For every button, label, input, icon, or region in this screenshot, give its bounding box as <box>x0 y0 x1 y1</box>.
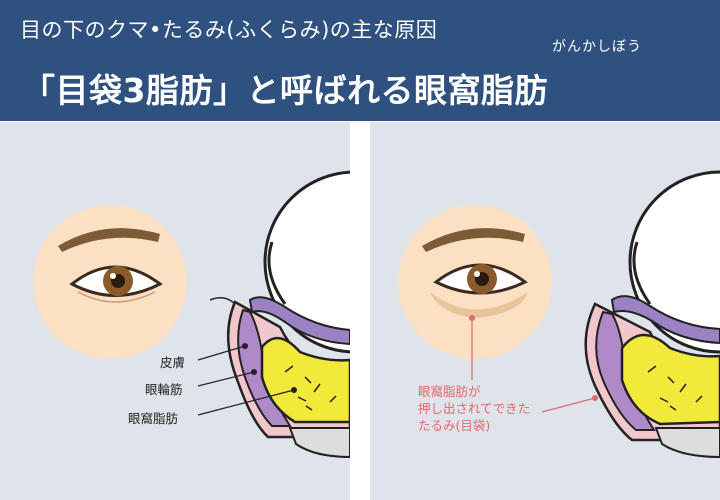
orbital-fat <box>260 337 350 424</box>
panel-normal-eye: 皮膚 眼輪筋 眼窩脂肪 <box>0 122 350 500</box>
callout-line-3: たるみ(目袋) <box>418 418 491 433</box>
title-ruby-reading: がんかしぼう <box>552 39 642 55</box>
eyebrow-icon <box>58 228 160 252</box>
under-eye-bag <box>430 292 528 318</box>
callout-line-2: 押し出されてできた <box>418 401 531 416</box>
header-banner: 目の下のクマ•たるみ(ふくらみ)の主な原因 がんかしぼう 「目袋3脂肪」と呼ばれ… <box>0 0 720 121</box>
panel-bulging-eye: 眼窩脂肪が 押し出されてできた たるみ(目袋) <box>370 122 720 500</box>
bone-layer <box>288 427 350 459</box>
callout-text: 眼窩脂肪が 押し出されてできた たるみ(目袋) <box>418 383 530 434</box>
bone-layer <box>654 427 720 459</box>
callout-line-section <box>541 397 596 413</box>
header-title: 「目袋3脂肪」と呼ばれる眼窩脂肪 <box>22 71 548 110</box>
eye-cross-section-diagram-bulging <box>398 170 720 459</box>
header-subtitle: 目の下のクマ•たるみ(ふくらみ)の主な原因 <box>20 18 438 42</box>
eye-cross-section-diagram-normal <box>33 170 350 459</box>
callout-line-1: 眼窩脂肪が <box>418 384 481 399</box>
septum-layer <box>248 296 350 346</box>
septum-layer <box>610 295 720 345</box>
label-orbital-fat: 眼窩脂肪 <box>128 411 179 426</box>
eyebrow-icon <box>422 228 525 252</box>
label-skin: 皮膚 <box>160 355 186 370</box>
label-orbicularis-muscle: 眼輪筋 <box>145 382 183 397</box>
